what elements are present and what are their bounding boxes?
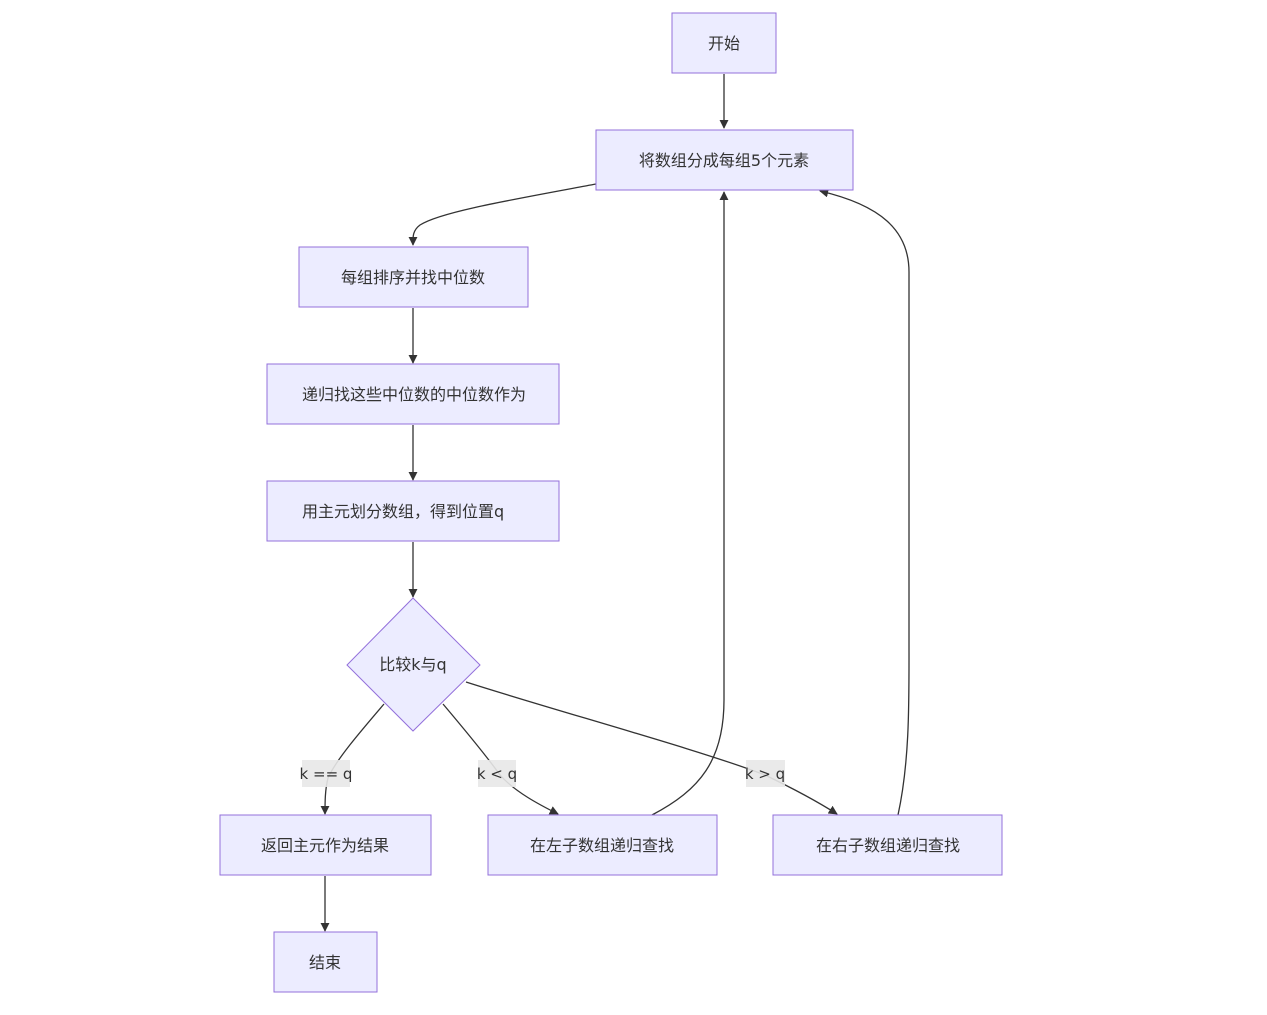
edge-label-eq: k == q (300, 760, 353, 787)
edge-compare-to-right (465, 681, 838, 815)
node-partition: 用主元划分数组，得到位置q (266, 480, 560, 542)
node-recurse-median: 递归找这些中位数的中位数作为主元 (266, 363, 560, 425)
node-right-search: 在右子数组递归查找 (772, 814, 1003, 876)
node-left-search: 在左子数组递归查找 (487, 814, 718, 876)
node-recurse-median-label: 递归找这些中位数的中位数作为主元 (302, 385, 558, 404)
edge-right-to-split (819, 188, 910, 816)
node-partition-label: 用主元划分数组，得到位置q (302, 502, 504, 521)
edge-label-gt-text: k > q (745, 765, 785, 783)
node-end-label: 结束 (309, 953, 341, 972)
edge-compare-to-left (442, 703, 559, 815)
edge-label-gt: k > q (745, 760, 785, 787)
node-start-label: 开始 (708, 34, 740, 53)
node-return-pivot: 返回主元作为结果 (219, 814, 432, 876)
node-start: 开始 (671, 12, 777, 74)
node-left-search-label: 在左子数组递归查找 (530, 836, 674, 855)
node-return-pivot-label: 返回主元作为结果 (261, 836, 389, 855)
node-sort-median-label: 每组排序并找中位数 (341, 268, 485, 287)
node-right-search-label: 在右子数组递归查找 (816, 836, 960, 855)
edge-left-to-split (651, 191, 729, 816)
edge-split-to-sort (408, 183, 597, 246)
edge-compare-to-return (320, 703, 385, 815)
node-end: 结束 (273, 931, 378, 993)
edge-label-lt: k < q (477, 760, 517, 787)
node-split: 将数组分成每组5个元素 (595, 129, 854, 191)
node-compare-label: 比较k与q (379, 655, 446, 674)
edge-label-eq-text: k == q (300, 765, 353, 783)
node-compare: 比较k与q (346, 597, 481, 732)
edge-label-lt-text: k < q (477, 765, 517, 783)
node-split-label: 将数组分成每组5个元素 (639, 151, 809, 170)
node-sort-median: 每组排序并找中位数 (298, 246, 529, 308)
